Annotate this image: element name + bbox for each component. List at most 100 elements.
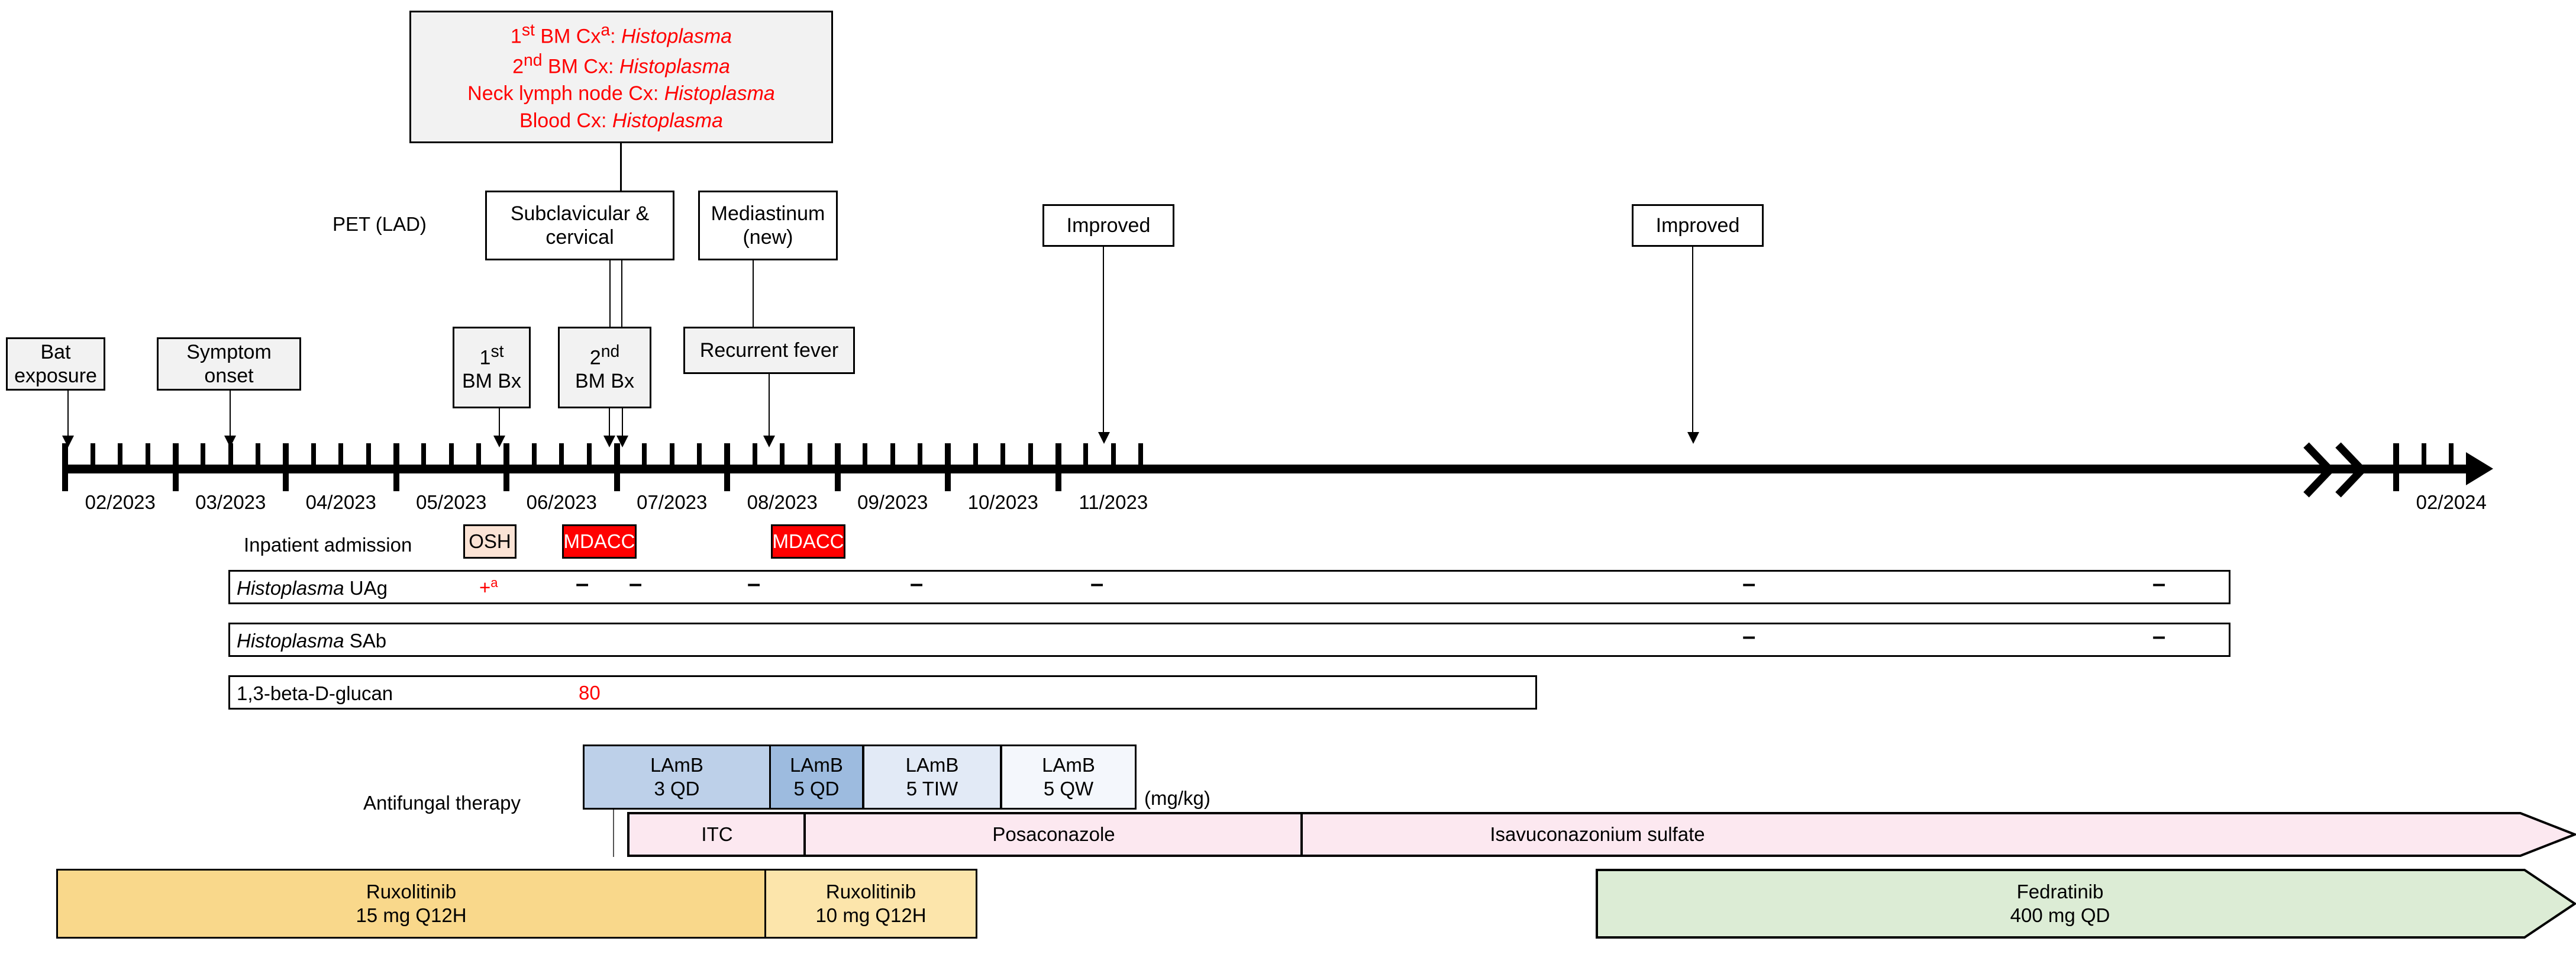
lab-sab-genus: Histoplasma xyxy=(237,630,344,652)
axis-tick-minor xyxy=(642,443,647,465)
axis-label-3: 05/2023 xyxy=(416,491,487,513)
lab-uag-result-7: – xyxy=(2152,571,2166,597)
axis-tick-major xyxy=(62,443,68,491)
lab-row-bdg-label: 1,3-beta-D-glucan xyxy=(237,682,393,704)
lamb-2-drug: LAmB xyxy=(790,754,843,776)
admission-row-label: Inpatient admission xyxy=(244,534,412,556)
improved-1-label: Improved xyxy=(1066,214,1151,237)
bm-bx-2-line1: 2nd xyxy=(589,341,620,369)
symptom-onset-arrowhead xyxy=(224,436,236,447)
axis-tick-minor xyxy=(669,443,674,465)
bm-bx-2-arrowhead-a xyxy=(603,436,615,447)
axis-tick-minor xyxy=(1083,443,1089,465)
lamb-4-dose: 5 QW xyxy=(1043,778,1094,800)
axis-tick-minor xyxy=(559,443,564,465)
antifungal-row-label: Antifungal therapy xyxy=(363,792,521,814)
ruxolitinib-15-dose: 15 mg Q12H xyxy=(356,904,467,926)
bm-bx-1-arrow-line xyxy=(499,408,500,443)
symptom-onset-line2: onset xyxy=(204,365,254,387)
bm-bx-1-line2: BM Bx xyxy=(461,370,522,393)
axis-label-6: 08/2023 xyxy=(747,491,818,513)
fedratinib-text: Fedratinib 400 mg QD xyxy=(2010,880,2110,927)
event-box-first-bm-bx: 1st BM Bx xyxy=(453,327,531,408)
pet-box-0-line1: Subclavicular & xyxy=(510,202,650,225)
lab-uag-result-6: – xyxy=(1742,571,1756,597)
symptom-onset-arrow-line xyxy=(230,391,231,441)
axis-tick-minor xyxy=(228,443,233,465)
pet-box-mediastinum: Mediastinum (new) xyxy=(698,191,838,260)
recurrent-fever-label: Recurrent fever xyxy=(699,339,839,362)
axis-tick-minor xyxy=(118,443,123,465)
bm-bx-2-arrow-line-b xyxy=(622,408,623,443)
pet-subclavicular-connector xyxy=(609,260,611,334)
axis-break-icon xyxy=(2303,442,2367,498)
axis-tick-major xyxy=(945,443,951,491)
axis-label-8: 10/2023 xyxy=(967,491,1038,513)
fedratinib-dose: 400 mg QD xyxy=(2010,904,2110,926)
recurrent-fever-arrowhead xyxy=(763,436,775,447)
bat-exposure-line1: Bat xyxy=(40,340,71,363)
admission-chip-mdacc-1: MDACC xyxy=(562,524,637,559)
fedratinib-drug: Fedratinib xyxy=(2016,881,2104,903)
azole-segment-posaconazole: Posaconazole xyxy=(806,812,1302,857)
pet-box-0-line2: cervical xyxy=(545,226,614,249)
axis-tick-minor xyxy=(1000,443,1006,465)
axis-label-1: 03/2023 xyxy=(195,491,266,513)
lab-uag-result-4: – xyxy=(910,571,924,597)
admission-chip-osh-label: OSH xyxy=(469,530,511,552)
culture-line-3: Neck lymph node Cx: Histoplasma xyxy=(467,82,775,105)
axis-label-5: 07/2023 xyxy=(637,491,708,513)
axis-tick-major xyxy=(724,443,730,491)
event-box-recurrent-fever: Recurrent fever xyxy=(683,327,855,374)
event-box-improved-2: Improved xyxy=(1632,204,1764,247)
bm-bx-1-arrowhead xyxy=(493,436,505,447)
axis-tick-minor xyxy=(338,443,344,465)
lab-sab-result-1: – xyxy=(2152,623,2166,649)
ruxolitinib-10-drug: Ruxolitinib xyxy=(825,881,916,903)
jak-bar-ruxolitinib-15: Ruxolitinib 15 mg Q12H xyxy=(56,869,766,939)
lab-row-bdg xyxy=(228,675,1537,710)
azole-posaconazole-label: Posaconazole xyxy=(992,823,1115,846)
admission-chip-mdacc-2: MDACC xyxy=(771,524,845,559)
axis-tick-minor xyxy=(145,443,150,465)
ruxolitinib-10-dose: 10 mg Q12H xyxy=(815,904,927,926)
jak-bar-fedratinib: Fedratinib 400 mg QD xyxy=(1596,869,2525,939)
azole-itc-label: ITC xyxy=(701,823,733,846)
lab-row-sab-label: Histoplasma SAb xyxy=(237,630,386,652)
axis-tick-minor xyxy=(918,443,923,465)
axis-label-0: 02/2023 xyxy=(85,491,156,513)
axis-tick-minor xyxy=(780,443,785,465)
therapy-box-lamb-3: LAmB 5 TIW xyxy=(863,744,1002,810)
lab-bdg-result-0: 80 xyxy=(579,682,601,704)
axis-label-2: 04/2023 xyxy=(305,491,376,513)
bm-bx-2-arrow-line-a xyxy=(609,408,610,443)
therapy-unit-label: (mg/kg) xyxy=(1144,787,1210,809)
bat-exposure-line2: exposure xyxy=(14,365,97,387)
lab-uag-result-2: – xyxy=(629,571,643,597)
axis-tick-minor xyxy=(697,443,702,465)
axis-tick-minor xyxy=(201,443,206,465)
axis-tick-minor xyxy=(1138,443,1144,465)
axis-tick-minor xyxy=(90,443,95,465)
axis-tick-minor xyxy=(807,443,812,465)
lab-uag-result-1: – xyxy=(576,571,589,597)
recurrent-fever-arrow-line xyxy=(769,374,770,443)
pet-box-1-line2: (new) xyxy=(743,226,793,249)
lab-sab-result-0: – xyxy=(1742,623,1756,649)
improved-2-arrow-line xyxy=(1692,247,1693,439)
lab-uag-result-0: +a xyxy=(479,575,498,598)
improved-2-label: Improved xyxy=(1655,214,1740,237)
bm-bx-2-line2: BM Bx xyxy=(574,370,635,393)
pet-box-subclavicular-cervical: Subclavicular & cervical xyxy=(485,191,674,260)
axis-tick-minor xyxy=(421,443,427,465)
lamb-1-dose: 3 QD xyxy=(654,778,700,800)
admission-chip-osh: OSH xyxy=(463,524,517,559)
axis-tick-minor xyxy=(1028,443,1033,465)
admission-chip-mdacc-1-label: MDACC xyxy=(563,530,635,552)
lamb-2-dose: 5 QD xyxy=(793,778,840,800)
lab-sab-name: SAb xyxy=(344,630,387,652)
axis-tick-minor xyxy=(311,443,316,465)
therapy-box-lamb-2: LAmB 5 QD xyxy=(769,744,864,810)
axis-tick-major xyxy=(503,443,509,491)
improved-1-arrow-line xyxy=(1103,247,1104,439)
